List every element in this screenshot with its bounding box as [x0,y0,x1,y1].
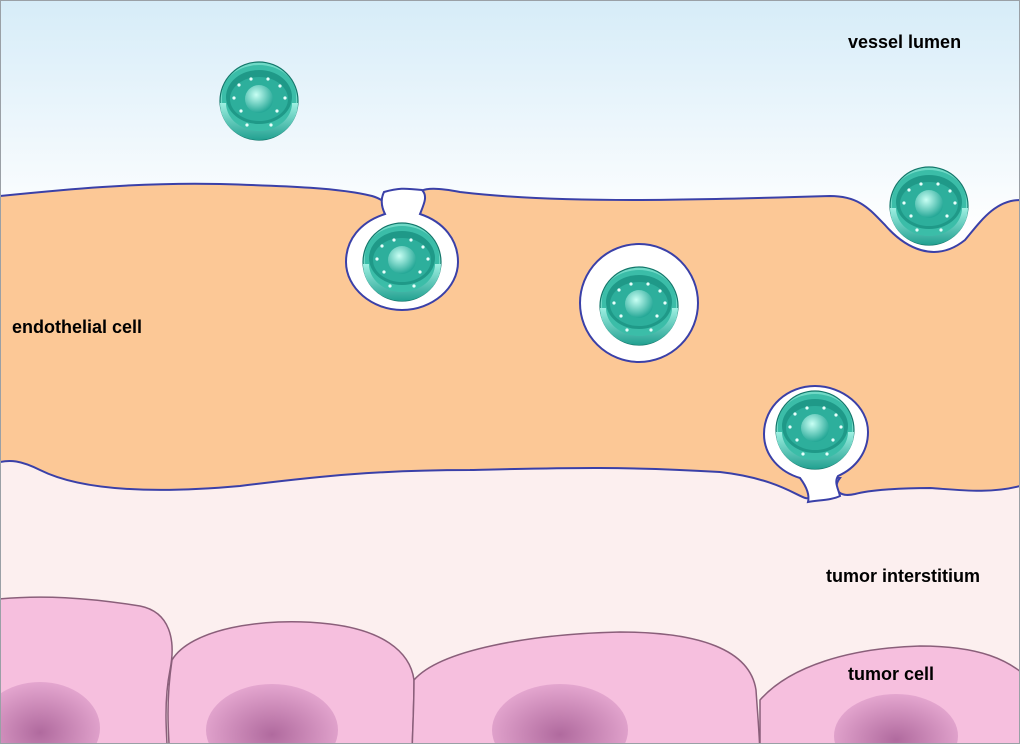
nanoparticle-in-vesicle [599,266,679,346]
nanoparticle-apical-pit [889,166,969,246]
tumor-nucleus-4 [834,694,958,744]
tumor-nucleus-2 [206,684,338,744]
tumor-nucleus-1 [0,682,100,744]
tumor-nucleus-3 [492,684,628,744]
label-vessel-lumen: vessel lumen [848,32,962,52]
label-tumor-cell: tumor cell [848,664,935,684]
nanoparticle-exocytosis [775,390,855,470]
endothelial-cell-layer [0,182,1020,500]
tumor-cells [0,596,1020,744]
nanoparticle-endocytosis [362,222,442,302]
nanoparticle-in-lumen [219,61,299,141]
label-endothelial-cell: endothelial cell [12,317,143,337]
label-tumor-interstitium: tumor interstitium [826,566,981,586]
